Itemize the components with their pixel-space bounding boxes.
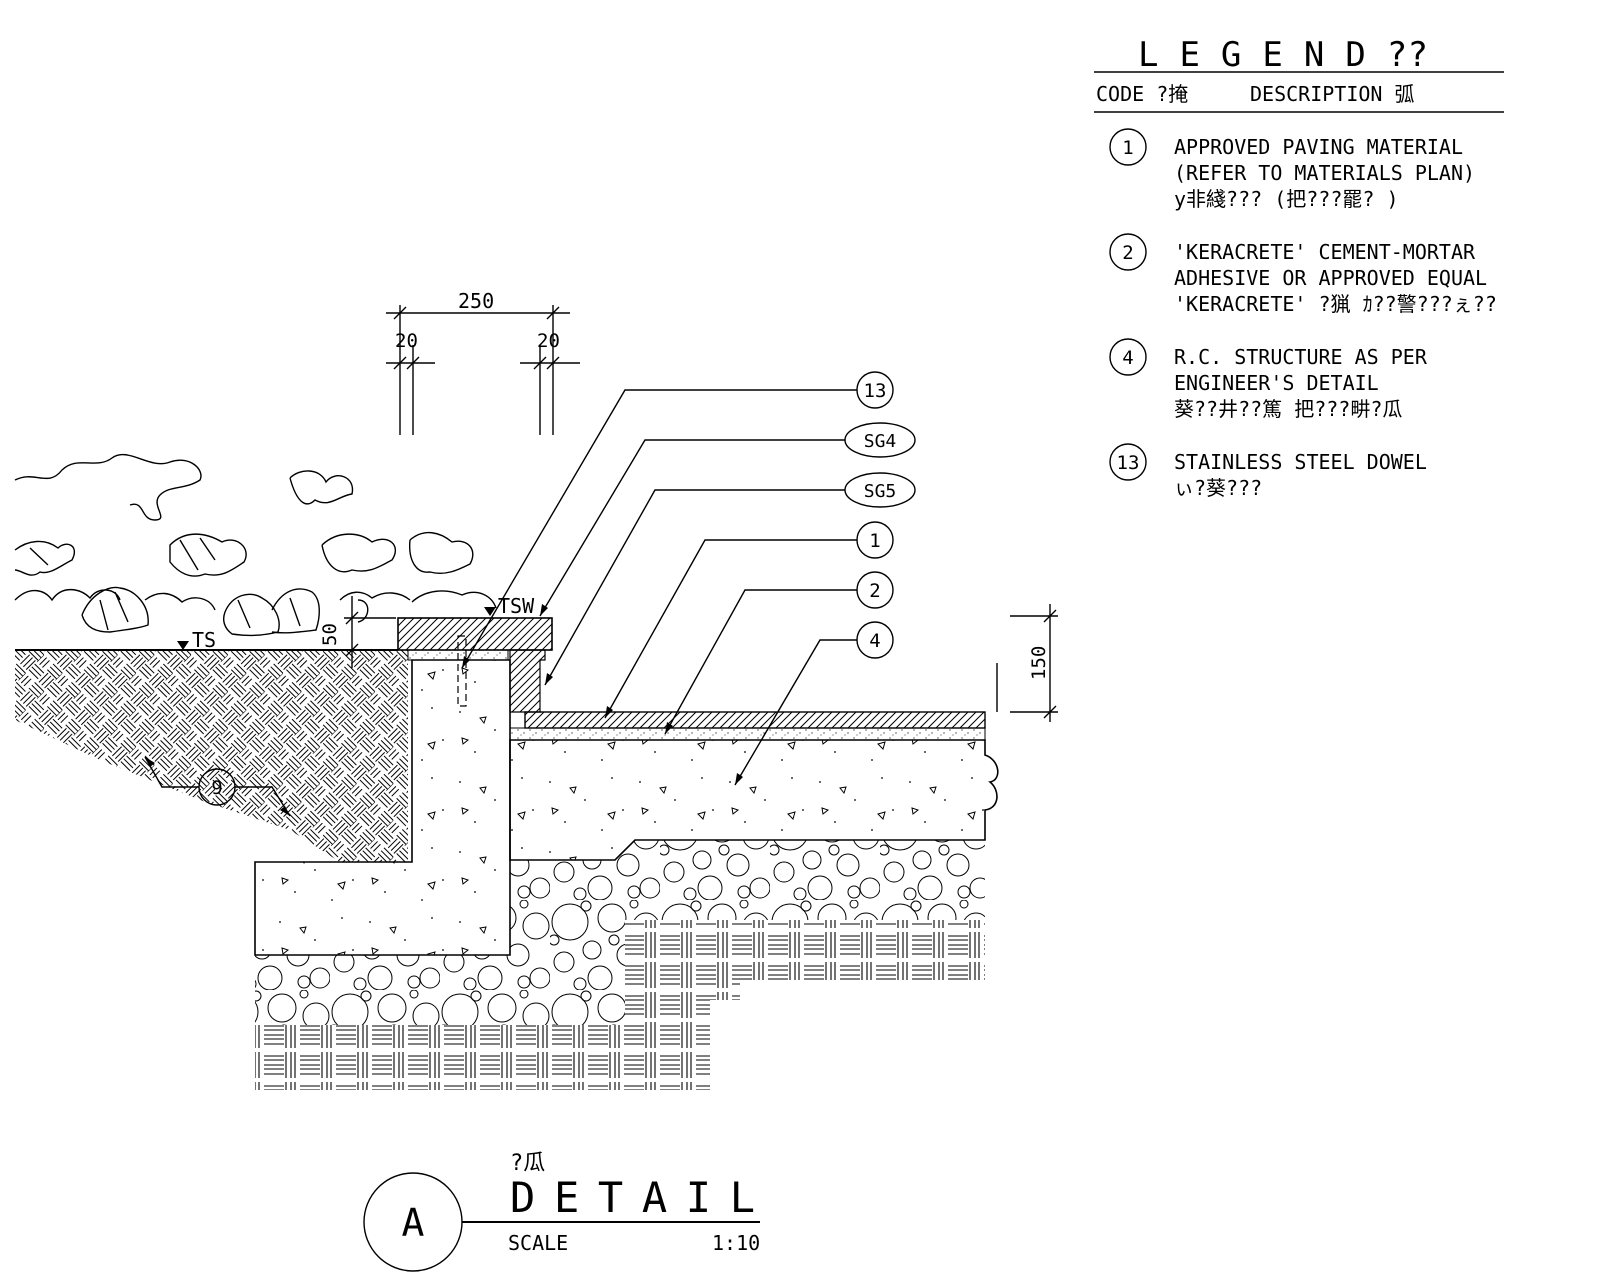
callout-sg5-label: SG5 <box>864 481 897 502</box>
level-marker-soil <box>177 641 189 650</box>
base-fill <box>255 920 985 1090</box>
legend-title: L E G E N D ?? <box>1138 35 1428 75</box>
callout-sg5: SG5 <box>544 472 916 686</box>
legend-item-line: ぃ?葵??? <box>1174 476 1262 500</box>
callout-paving-label: 1 <box>869 530 880 552</box>
callout-soil: 9 <box>144 756 291 817</box>
callout-dowel-label: 13 <box>864 380 887 402</box>
legend: L E G E N D ?? CODE ?掩 DESCRIPTION 弧 1 AP… <box>1094 35 1504 500</box>
legend-item-line: ENGINEER'S DETAIL <box>1174 371 1379 395</box>
legend-item-line: 葵??井??篤 把???畊?瓜 <box>1174 397 1402 421</box>
callout-sg4-label: SG4 <box>864 431 897 452</box>
legend-item-code: 2 <box>1122 242 1133 264</box>
stainless-steel-dowel <box>457 635 467 707</box>
legend-item-line: 'KERACRETE' ?猟 ｶ??警???ぇ?? <box>1174 292 1497 316</box>
soil-fill <box>15 650 408 862</box>
legend-items: 1 APPROVED PAVING MATERIAL(REFER TO MATER… <box>1109 128 1497 500</box>
callouts: 13 SG4 SG5 1 2 <box>144 371 916 817</box>
callout-soil-label: 9 <box>211 777 222 799</box>
legend-item-code: 1 <box>1122 137 1133 159</box>
callout-dowel: 13 <box>461 371 894 669</box>
title-chinese: ?瓜 <box>510 1151 545 1176</box>
title-block: ?瓜 A D E T A I L SCALE 1:10 <box>363 1151 760 1272</box>
legend-item-line: STAINLESS STEEL DOWEL <box>1174 450 1427 474</box>
legend-item-line: у非綫??? (把???罷? ) <box>1174 187 1399 211</box>
legend-code-header: CODE ?掩 <box>1096 82 1188 106</box>
legend-item-bubble <box>1109 443 1147 481</box>
level-markers: TS TSW <box>177 594 535 652</box>
dimension-side <box>996 604 1058 722</box>
gravel-fill <box>255 840 985 1025</box>
legend-item-bubble <box>1109 233 1147 271</box>
level-label-wall: TSW <box>498 594 535 618</box>
legend-item-line: 'KERACRETE' CEMENT-MORTAR <box>1174 240 1476 264</box>
cement-mortar-bed <box>509 727 986 741</box>
level-marker-wall <box>484 607 496 616</box>
legend-item-bubble <box>1109 128 1147 166</box>
legend-item-bubble <box>1109 338 1147 376</box>
legend-item-line: APPROVED PAVING MATERIAL <box>1174 135 1463 159</box>
wall-cladding <box>509 649 546 713</box>
dimension-overall: 250 <box>458 289 494 313</box>
legend-item-line: (REFER TO MATERIALS PLAN) <box>1174 161 1475 185</box>
callout-mortar-label: 2 <box>869 580 880 602</box>
rc-slab <box>509 739 999 861</box>
level-label-soil: TS <box>192 628 216 652</box>
subbase <box>255 840 985 1090</box>
callout-mortar: 2 <box>664 571 894 735</box>
dimension-right-inset: 20 <box>537 330 560 352</box>
legend-item-code: 4 <box>1122 347 1133 369</box>
callout-structure-label: 4 <box>869 630 880 652</box>
legend-item-code: 13 <box>1117 452 1140 474</box>
scale-value: 1:10 <box>712 1231 760 1255</box>
legend-description-header: DESCRIPTION 弧 <box>1250 82 1415 106</box>
callout-paving: 1 <box>604 521 894 719</box>
dimension-step-height: 50 <box>319 623 341 646</box>
shrub-mass <box>14 453 497 637</box>
legend-item-line: ADHESIVE OR APPROVED EQUAL <box>1174 266 1487 290</box>
legend-item-line: R.C. STRUCTURE AS PER <box>1174 345 1428 369</box>
dimension-top <box>386 305 580 435</box>
soil-section <box>15 649 408 862</box>
callout-structure: 4 <box>734 621 894 786</box>
dimension-step <box>344 596 396 668</box>
paving-material <box>524 711 986 729</box>
scale-label: SCALE <box>508 1231 568 1255</box>
dimension-left-inset: 20 <box>395 330 418 352</box>
callout-sg4: SG4 <box>539 422 916 617</box>
title-letter: A <box>402 1201 425 1245</box>
title-text: D E T A I L <box>510 1173 755 1222</box>
dimension-side-height: 150 <box>1028 646 1050 680</box>
